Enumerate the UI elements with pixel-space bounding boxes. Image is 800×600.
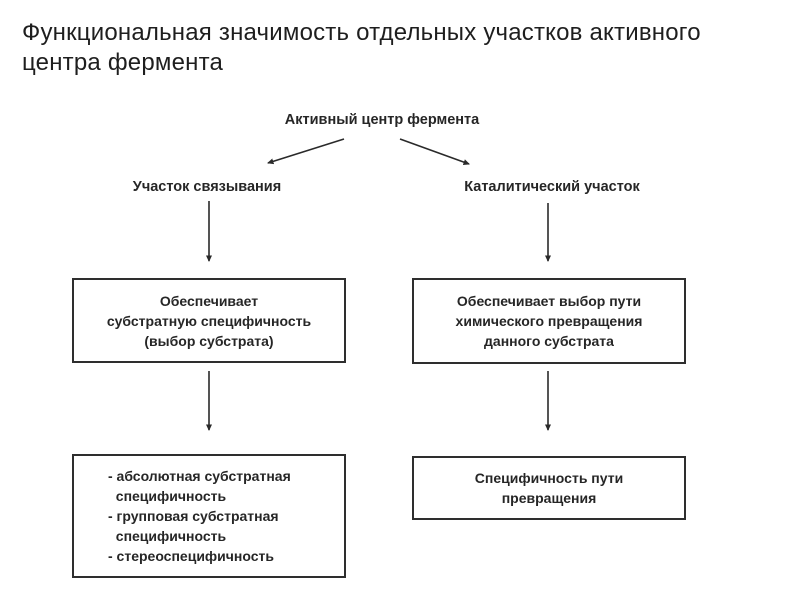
catalytic-site-result-box: Специфичность пути превращения	[412, 456, 686, 520]
binding-site-result-box: - абсолютная субстратная специфичность -…	[72, 454, 346, 578]
page-title: Функциональная значимость отдельных учас…	[22, 19, 701, 76]
catalytic-site-function-box: Обеспечивает выбор пути химического прев…	[412, 278, 686, 364]
arrow-root-to-binding-site	[267, 138, 345, 165]
binding-site-function-box: Обеспечивает субстратную специфичность (…	[72, 278, 346, 363]
root-node-label: Активный центр фермента	[284, 112, 480, 128]
catalytic-site-label: Каталитический участок	[464, 179, 640, 195]
binding-site-label: Участок связывания	[132, 179, 282, 195]
arrow-root-to-catalytic-site	[399, 138, 470, 165]
